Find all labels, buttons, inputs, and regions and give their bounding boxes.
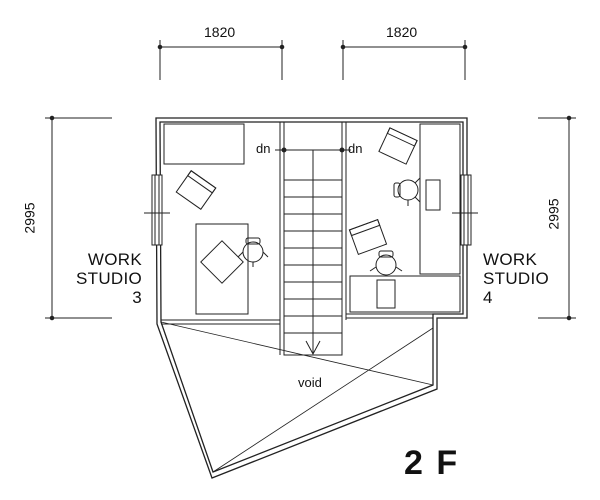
- stair-down-label-right: dn: [348, 141, 363, 156]
- void-lines: [160, 321, 434, 473]
- top-dimension-lines: [157, 40, 468, 80]
- stair-down-label-left: dn: [256, 141, 271, 156]
- room-4-line-2: STUDIO: [483, 269, 550, 288]
- outer-walls: [155, 117, 468, 479]
- studio-3-furniture: [163, 123, 269, 315]
- right-dimension-line: [538, 115, 576, 321]
- room-3-line-2: STUDIO: [76, 269, 143, 288]
- dimension-top-left: 1820: [204, 24, 236, 40]
- left-dimension-line: [45, 115, 112, 321]
- dimension-top-right: 1820: [386, 24, 418, 40]
- right-window: [452, 174, 478, 246]
- staircase: [275, 147, 351, 356]
- studio-4-furniture: [348, 123, 461, 313]
- room-4-line-3: 4: [483, 288, 493, 307]
- dimension-side-left: 2995: [21, 202, 38, 234]
- room-4-line-1: WORK: [483, 250, 538, 269]
- room-label-work-studio-3: WORK STUDIO 3: [76, 250, 142, 307]
- left-window: [144, 174, 170, 246]
- room-3-line-1: WORK: [87, 250, 142, 269]
- room-label-work-studio-4: WORK STUDIO 4: [483, 250, 549, 307]
- void-label: void: [298, 375, 322, 390]
- floor-label: 2 F: [404, 444, 460, 482]
- interior-walls: [161, 122, 463, 355]
- dimension-side-right: 2995: [545, 198, 562, 230]
- room-3-line-3: 3: [132, 288, 142, 307]
